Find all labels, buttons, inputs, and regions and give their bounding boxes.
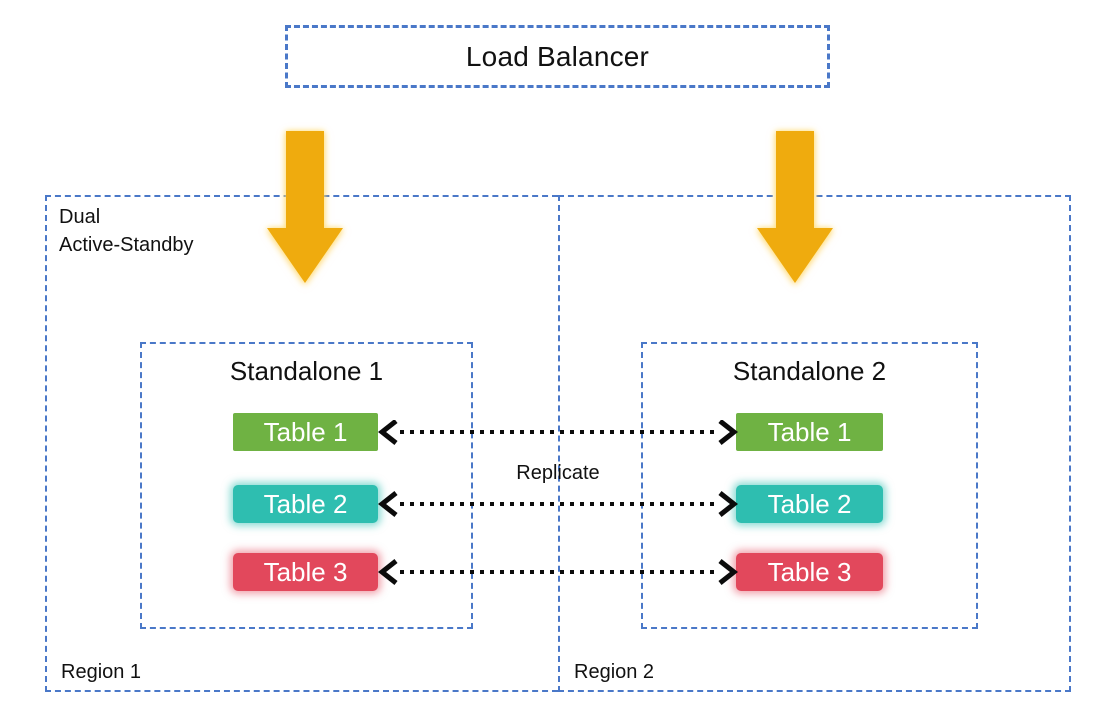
table-chip: Table 1 [233,413,378,451]
double-headed-dotted-arrow-icon [378,559,738,585]
table-chip: Table 3 [736,553,883,591]
dual-label-line-1: Dual [59,206,101,228]
load-balancer-box: Load Balancer [285,25,830,88]
replication-arrows [378,420,738,585]
dual-label-line-2: Active-Standby [59,234,194,256]
down-arrow-shape [267,131,343,283]
table-chip: Table 2 [233,485,378,523]
double-headed-dotted-arrow-icon [378,420,738,445]
down-arrow-icon [757,131,833,283]
table-chip-label: Table 2 [767,488,852,519]
down-arrow-shape [757,131,833,283]
region-1-label: Region 1 [61,661,142,683]
table-chip-label: Table 3 [263,556,348,587]
table-chip: Table 1 [736,413,883,451]
table-chip-label: Table 2 [263,488,348,519]
standalone-1-title: Standalone 1 [229,356,384,386]
region-2-box: Region 2 [558,195,1071,692]
down-arrow-icon [267,131,343,283]
table-chip: Table 2 [736,485,883,523]
load-balancer-label: Load Balancer [465,40,650,72]
region-2-label: Region 2 [574,661,655,683]
double-headed-dotted-arrow-icon [378,491,738,517]
table-chip-label: Table 1 [767,416,852,447]
standalone-1-box: Standalone 1 Table 1 Table 2 Table 3 [140,342,473,629]
table-chip-label: Table 3 [767,556,852,587]
table-chip-label: Table 1 [263,416,348,447]
table-chip: Table 3 [233,553,378,591]
standalone-2-title: Standalone 2 [732,356,887,386]
dual-active-standby-label: Dual Active-Standby [59,203,194,259]
standalone-2-box: Standalone 2 Table 1 Table 2 Table 3 [641,342,978,629]
replicate-label: Replicate [516,462,600,484]
